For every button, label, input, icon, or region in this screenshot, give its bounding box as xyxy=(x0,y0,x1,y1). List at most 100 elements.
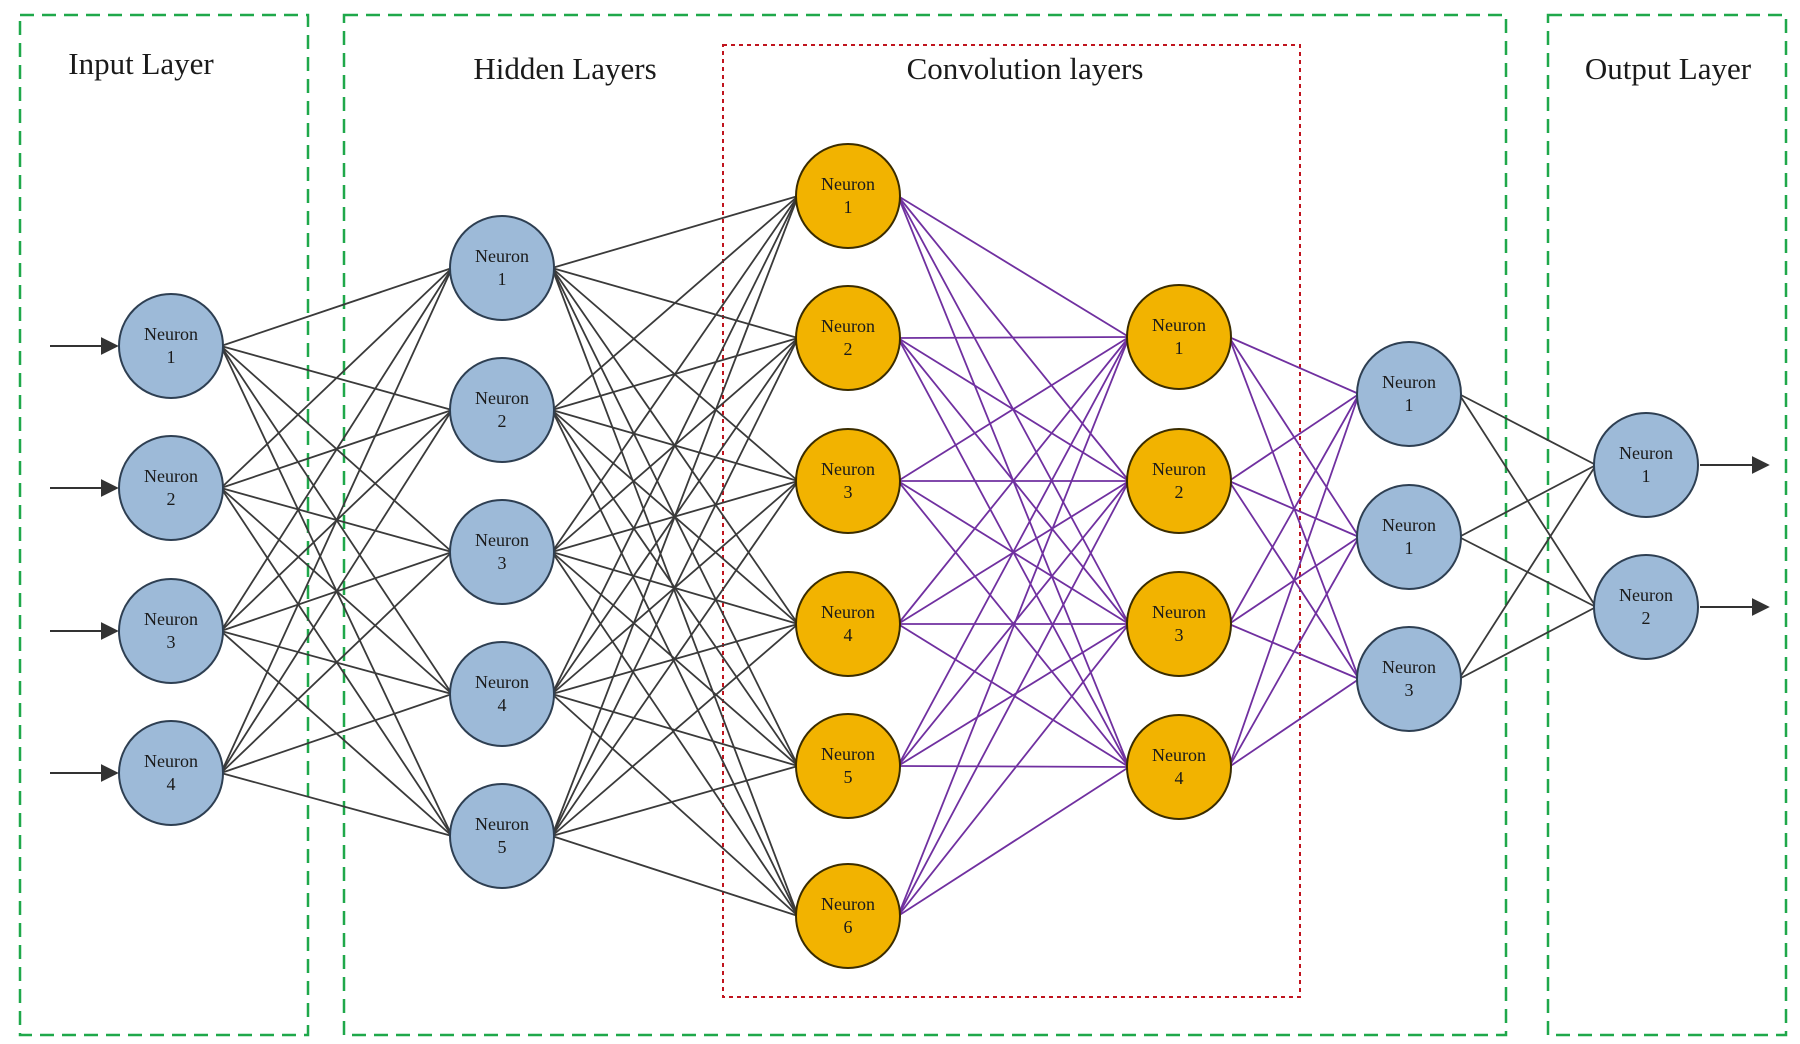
neuron-label: Neuron xyxy=(821,894,875,914)
connection-conv1-5-to-conv2-1 xyxy=(897,336,1130,767)
neuron-number: 1 xyxy=(1405,395,1414,415)
connection-input-4-to-hidden1-4 xyxy=(220,693,453,774)
connection-hidden1-5-to-conv1-4 xyxy=(551,623,799,837)
neuron-label: Neuron xyxy=(1382,657,1436,677)
neuron-input-3: Neuron 3 xyxy=(118,578,224,684)
neuron-circle xyxy=(795,285,901,391)
connection-conv1-6-to-conv2-2 xyxy=(897,480,1130,917)
neuron-label: Neuron xyxy=(1382,372,1436,392)
connection-hidden2-1-to-output-1 xyxy=(1458,393,1597,466)
connection-conv2-4-to-hidden2-3 xyxy=(1228,678,1360,768)
connection-input-2-to-hidden1-1 xyxy=(220,267,453,489)
neuron-label: Neuron xyxy=(475,530,529,550)
neuron-number: 5 xyxy=(844,767,853,787)
input-layer-box xyxy=(18,13,310,1037)
neuron-label: Neuron xyxy=(144,324,198,344)
neurons: Neuron1Neuron2Neuron3Neuron4Neuron1Neuro… xyxy=(118,143,1699,969)
connection-conv2-4-to-hidden2-1 xyxy=(1228,393,1360,768)
connection-conv1-6-to-conv2-3 xyxy=(897,623,1130,917)
output-layer-title: Output Layer xyxy=(1585,51,1752,86)
neuron-label: Neuron xyxy=(144,751,198,771)
neuron-hidden1-1: Neuron 1 xyxy=(449,215,555,321)
neuron-label: Neuron xyxy=(1619,585,1673,605)
neuron-number: 2 xyxy=(1175,482,1184,502)
neuron-number: 5 xyxy=(498,837,507,857)
connection-hidden1-2-to-conv1-1 xyxy=(551,195,799,411)
hidden-layers-box xyxy=(342,13,1508,1037)
connection-conv1-1-to-conv2-1 xyxy=(897,195,1130,338)
neuron-circle xyxy=(1126,571,1232,677)
neuron-label: Neuron xyxy=(475,388,529,408)
connection-hidden2-3-to-output-2 xyxy=(1458,606,1597,680)
connection-hidden1-5-to-conv1-2 xyxy=(551,337,799,837)
connection-conv1-5-to-conv2-3 xyxy=(897,623,1130,767)
connection-conv1-3-to-conv2-1 xyxy=(897,336,1130,482)
neuron-circle xyxy=(1356,341,1462,447)
neuron-circle xyxy=(118,435,224,541)
neuron-circle xyxy=(449,357,555,463)
neuron-number: 1 xyxy=(167,347,176,367)
neuron-circle xyxy=(1356,484,1462,590)
neuron-label: Neuron xyxy=(1382,515,1436,535)
connection-hidden1-5-to-conv1-5 xyxy=(551,765,799,837)
connection-hidden1-3-to-conv1-1 xyxy=(551,195,799,553)
neuron-label: Neuron xyxy=(1152,745,1206,765)
neuron-number: 1 xyxy=(498,269,507,289)
neuron-label: Neuron xyxy=(475,672,529,692)
neuron-number: 3 xyxy=(1175,625,1184,645)
neuron-label: Neuron xyxy=(1152,602,1206,622)
neuron-conv1-3: Neuron 3 xyxy=(795,428,901,534)
neuron-label: Neuron xyxy=(144,609,198,629)
connection-hidden1-2-to-conv1-6 xyxy=(551,409,799,917)
connection-input-4-to-hidden1-1 xyxy=(220,267,453,774)
convolution-layers-title: Convolution layers xyxy=(907,51,1144,86)
neuron-circle xyxy=(795,863,901,969)
neuron-label: Neuron xyxy=(475,814,529,834)
connection-conv1-6-to-conv2-4 xyxy=(897,766,1130,917)
neuron-circle xyxy=(1356,626,1462,732)
neuron-label: Neuron xyxy=(144,466,198,486)
input-layer-title: Input Layer xyxy=(68,46,214,81)
neuron-label: Neuron xyxy=(821,744,875,764)
neuron-circle xyxy=(795,713,901,819)
connection-conv1-2-to-conv2-1 xyxy=(897,336,1130,339)
connection-hidden1-1-to-conv1-1 xyxy=(551,195,799,269)
neuron-number: 1 xyxy=(844,197,853,217)
neuron-circle xyxy=(449,215,555,321)
neuron-number: 2 xyxy=(167,489,176,509)
neuron-label: Neuron xyxy=(821,459,875,479)
neuron-circle xyxy=(118,720,224,826)
neuron-circle xyxy=(118,578,224,684)
neuron-number: 2 xyxy=(1642,608,1651,628)
neuron-output-2: Neuron 2 xyxy=(1593,554,1699,660)
neuron-number: 2 xyxy=(498,411,507,431)
neuron-circle xyxy=(795,571,901,677)
io-arrows xyxy=(50,337,1770,782)
neuron-label: Neuron xyxy=(475,246,529,266)
neuron-number: 4 xyxy=(167,774,176,794)
neuron-circle xyxy=(1126,714,1232,820)
connection-conv1-5-to-conv2-4 xyxy=(897,765,1130,768)
connection-conv2-4-to-hidden2-2 xyxy=(1228,536,1360,768)
neuron-label: Neuron xyxy=(1619,443,1673,463)
neuron-number: 3 xyxy=(498,553,507,573)
connection-conv1-4-to-conv2-1 xyxy=(897,336,1130,625)
neuron-conv2-3: Neuron 3 xyxy=(1126,571,1232,677)
neuron-number: 3 xyxy=(167,632,176,652)
neuron-number: 3 xyxy=(844,482,853,502)
connections xyxy=(220,195,1597,917)
neuron-input-1: Neuron 1 xyxy=(118,293,224,399)
neuron-number: 2 xyxy=(844,339,853,359)
connection-hidden1-5-to-conv1-1 xyxy=(551,195,799,837)
neuron-circle xyxy=(1126,284,1232,390)
neuron-number: 1 xyxy=(1405,538,1414,558)
connection-input-4-to-hidden1-5 xyxy=(220,772,453,837)
neuron-label: Neuron xyxy=(1152,315,1206,335)
